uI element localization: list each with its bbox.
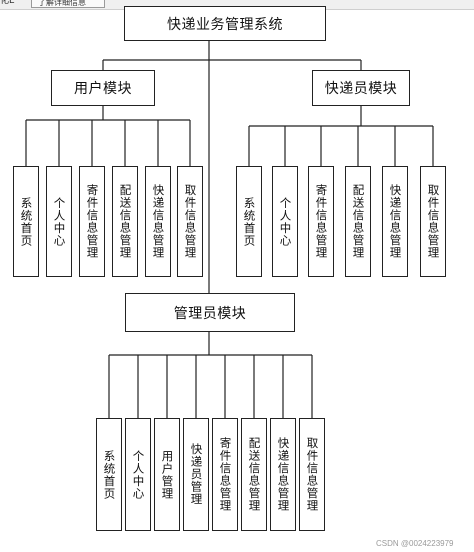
leaf-node-label: 寄件信息管理 (218, 437, 233, 512)
leaf-node-label: 个人中心 (131, 449, 146, 500)
leaf-node: 配送信息管理 (112, 166, 138, 277)
leaf-node-label: 配送信息管理 (247, 437, 262, 512)
leaf-node: 快递信息管理 (270, 418, 296, 531)
leaf-node-label: 配送信息管理 (351, 184, 366, 259)
leaf-node-label: 寄件信息管理 (85, 184, 100, 259)
leaf-node-label: 系统首页 (242, 196, 257, 247)
module-node-courier: 快递员模块 (312, 70, 410, 106)
leaf-node-label: 系统首页 (19, 196, 34, 247)
leaf-node: 寄件信息管理 (308, 166, 334, 277)
leaf-node: 系统首页 (236, 166, 262, 277)
toolbar-left-text: 化E (0, 0, 15, 6)
leaf-node: 个人中心 (272, 166, 298, 277)
leaf-node: 个人中心 (125, 418, 151, 531)
leaf-node-label: 取件信息管理 (305, 437, 320, 512)
leaf-node: 快递信息管理 (382, 166, 408, 277)
leaf-node-label: 配送信息管理 (118, 184, 133, 259)
module-node-label: 快递员模块 (324, 81, 398, 97)
leaf-node: 寄件信息管理 (79, 166, 105, 277)
leaf-node-label: 取件信息管理 (183, 184, 198, 259)
leaf-node-label: 快递信息管理 (388, 184, 403, 259)
leaf-node-label: 个人中心 (52, 196, 67, 247)
leaf-node-label: 取件信息管理 (426, 184, 441, 259)
leaf-node-label: 用户管理 (160, 449, 175, 500)
module-node-label: 管理员模块 (173, 305, 247, 322)
learn-more-button[interactable]: 了解详细信息 (31, 0, 105, 8)
leaf-node: 系统首页 (96, 418, 122, 531)
module-node-user: 用户模块 (51, 70, 155, 106)
leaf-node: 配送信息管理 (345, 166, 371, 277)
module-node-admin: 管理员模块 (125, 293, 295, 332)
leaf-node: 配送信息管理 (241, 418, 267, 531)
leaf-node-label: 寄件信息管理 (314, 184, 329, 259)
module-node-label: 用户模块 (74, 81, 132, 97)
root-node-label: 快递业务管理系统 (167, 16, 283, 33)
leaf-node: 快递员管理 (183, 418, 209, 531)
leaf-node: 取件信息管理 (299, 418, 325, 531)
leaf-node-label: 快递员管理 (189, 443, 204, 506)
root-node: 快递业务管理系统 (124, 6, 326, 41)
leaf-node: 个人中心 (46, 166, 72, 277)
leaf-node: 用户管理 (154, 418, 180, 531)
leaf-node-label: 快递信息管理 (276, 437, 291, 512)
leaf-node-label: 快递信息管理 (151, 184, 166, 259)
leaf-node-label: 个人中心 (278, 196, 293, 247)
leaf-node: 取件信息管理 (177, 166, 203, 277)
leaf-node-label: 系统首页 (102, 449, 117, 500)
leaf-node: 系统首页 (13, 166, 39, 277)
leaf-node: 寄件信息管理 (212, 418, 238, 531)
leaf-node: 取件信息管理 (420, 166, 446, 277)
leaf-node: 快递信息管理 (145, 166, 171, 277)
csdn-watermark: CSDN @0024223979 (376, 539, 454, 548)
